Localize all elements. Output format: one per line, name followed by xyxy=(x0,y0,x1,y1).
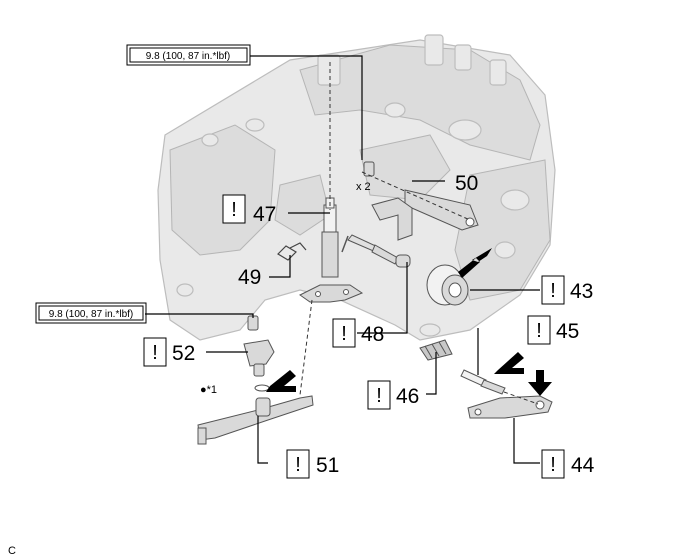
part-number-50: 50 xyxy=(455,172,478,195)
torque-spec-left: 9.8 (100, 87 in.*lbf) xyxy=(49,309,134,320)
part-number-51: 51 xyxy=(316,454,339,477)
caution-icon: ! xyxy=(295,454,301,476)
torque-box-left: 9.8 (100, 87 in.*lbf) xyxy=(35,302,147,324)
caution-icon: ! xyxy=(536,320,542,342)
part-number-47: 47 xyxy=(253,203,276,226)
part-number-44: 44 xyxy=(571,454,595,477)
caution-box-48: ! xyxy=(332,318,356,348)
quantity-note: x 2 xyxy=(356,181,371,193)
caution-box-44: ! xyxy=(541,449,565,479)
roller-43-drawing xyxy=(426,264,469,306)
arrow-52-icon xyxy=(266,370,296,392)
part-number-43: 43 xyxy=(570,280,593,303)
pin-45-drawing xyxy=(460,369,506,395)
lever-50-drawing xyxy=(363,161,479,241)
spring-46-drawing xyxy=(419,339,453,361)
lever-44-drawing xyxy=(467,395,553,419)
spring-clip-49-drawing xyxy=(277,242,307,261)
part-number-46: 46 xyxy=(396,385,419,408)
leader-lines xyxy=(145,55,540,464)
note-mark: ●*1 xyxy=(200,384,217,396)
caution-box-46: ! xyxy=(367,380,391,410)
arrow-44-icon xyxy=(528,370,552,396)
torque-box-top: 9.8 (100, 87 in.*lbf) xyxy=(126,44,251,66)
part-number-45: 45 xyxy=(556,320,579,343)
pointer-arrows xyxy=(266,248,552,396)
caution-box-51: ! xyxy=(286,449,310,479)
caution-icon: ! xyxy=(550,280,556,302)
caution-icon: ! xyxy=(231,199,237,221)
torque-spec-top: 9.8 (100, 87 in.*lbf) xyxy=(146,51,231,62)
caution-icon: ! xyxy=(550,454,556,476)
caution-box-52: ! xyxy=(143,337,167,367)
transmission-case-illustration xyxy=(157,34,556,341)
caution-box-45: ! xyxy=(527,315,551,345)
lever-51-drawing xyxy=(197,395,314,445)
part-number-48: 48 xyxy=(361,323,384,346)
corner-code: C xyxy=(8,545,16,557)
part-number-49: 49 xyxy=(238,266,261,289)
part-number-52: 52 xyxy=(172,342,195,365)
caution-box-43: ! xyxy=(541,275,565,305)
caution-icon: ! xyxy=(376,385,382,407)
arrow-43-icon xyxy=(458,248,492,278)
bracket-52-drawing xyxy=(243,315,275,392)
caution-box-47: ! xyxy=(222,194,246,224)
arrow-45-icon xyxy=(494,352,524,374)
caution-icon: ! xyxy=(152,342,158,364)
caution-icon: ! xyxy=(341,323,347,345)
